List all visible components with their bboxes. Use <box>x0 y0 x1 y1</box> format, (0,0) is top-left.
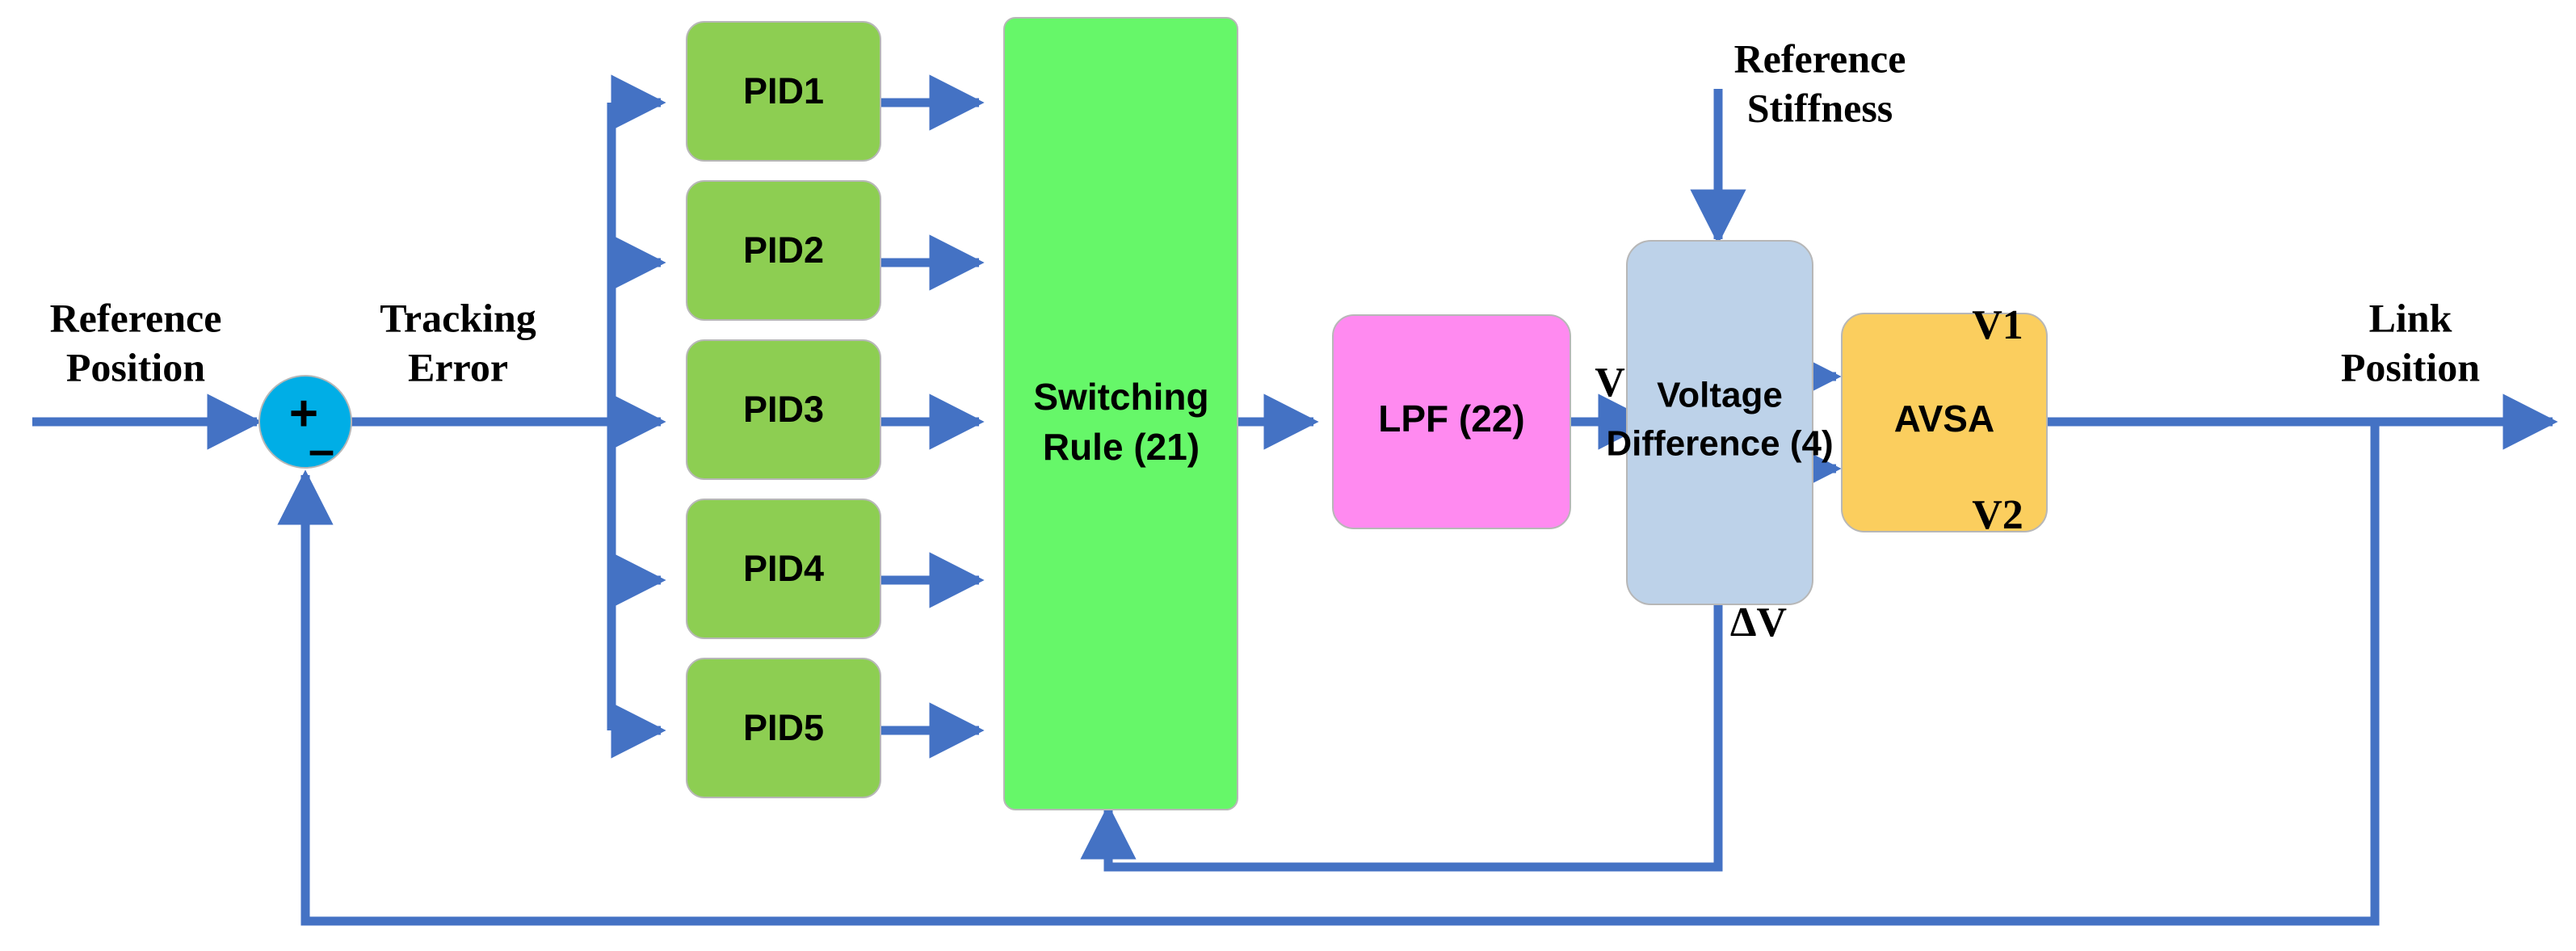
voltage-v2-label: V2 <box>1972 492 2023 538</box>
reference-stiffness-label-line1: Reference <box>1734 36 1906 81</box>
pid2-label: PID2 <box>743 229 824 271</box>
summing-junction-plus: + <box>289 385 318 441</box>
reference-position-label-line1: Reference <box>50 295 222 340</box>
reference-position-label-line2: Position <box>66 344 205 389</box>
switching-rule-block[interactable]: Switching Rule (21) <box>1003 17 1238 810</box>
pid1-label: PID1 <box>743 70 824 112</box>
pid-block-4[interactable]: PID4 <box>686 499 881 639</box>
avsa-label: AVSA <box>1894 398 1994 440</box>
link-position-label-line2: Position <box>2341 344 2480 389</box>
summing-junction[interactable]: + – <box>258 375 352 476</box>
pid-block-2[interactable]: PID2 <box>686 180 881 321</box>
summing-junction-circle[interactable] <box>258 375 352 469</box>
signal-labels: Reference Position Tracking Error Refere… <box>50 36 2481 645</box>
lpf-block[interactable]: LPF (22) <box>1332 314 1571 529</box>
avsa-block[interactable]: AVSA <box>1841 313 2048 532</box>
switching-rule-label-line2: Rule (21) <box>1043 426 1200 468</box>
pid5-label: PID5 <box>743 707 824 748</box>
pid4-rect[interactable] <box>686 499 881 639</box>
voltage-v-label: V <box>1595 360 1625 406</box>
lpf-label: LPF (22) <box>1378 398 1524 440</box>
pid4-label: PID4 <box>743 548 824 589</box>
voltage-difference-rect[interactable] <box>1626 240 1813 605</box>
pid-block-group: PID1 PID2 PID3 PID4 PID5 <box>686 21 881 798</box>
voltage-difference-label-line1: Voltage <box>1657 376 1783 415</box>
pid-block-3[interactable]: PID3 <box>686 339 881 480</box>
voltage-v1-label: V1 <box>1972 302 2023 348</box>
wire-link-position-feedback-to-sum <box>277 422 2380 926</box>
pid-block-5[interactable]: PID5 <box>686 658 881 798</box>
lpf-rect[interactable] <box>1332 314 1571 529</box>
summing-junction-minus: – <box>309 423 334 476</box>
pid1-rect[interactable] <box>686 21 881 162</box>
tracking-error-label-line2: Error <box>408 344 508 389</box>
link-position-label-line1: Link <box>2369 295 2452 340</box>
pid3-rect[interactable] <box>686 339 881 480</box>
pid2-rect[interactable] <box>686 180 881 321</box>
voltage-difference-block[interactable]: Voltage Difference (4) <box>1606 240 1834 605</box>
avsa-rect[interactable] <box>1841 313 2048 532</box>
delta-v-label: ΔV <box>1730 600 1787 646</box>
switching-rule-label-line1: Switching <box>1033 376 1208 418</box>
pid3-label: PID3 <box>743 389 824 430</box>
tracking-error-label-line1: Tracking <box>380 295 536 340</box>
voltage-difference-label-line2: Difference (4) <box>1606 424 1833 464</box>
switching-rule-rect[interactable] <box>1003 17 1238 810</box>
pid-block-1[interactable]: PID1 <box>686 21 881 162</box>
wire-delta-v-feedback-to-switching <box>1080 604 1723 872</box>
reference-stiffness-label-line2: Stiffness <box>1747 85 1893 130</box>
pid5-rect[interactable] <box>686 658 881 798</box>
signal-wires <box>32 74 2558 926</box>
